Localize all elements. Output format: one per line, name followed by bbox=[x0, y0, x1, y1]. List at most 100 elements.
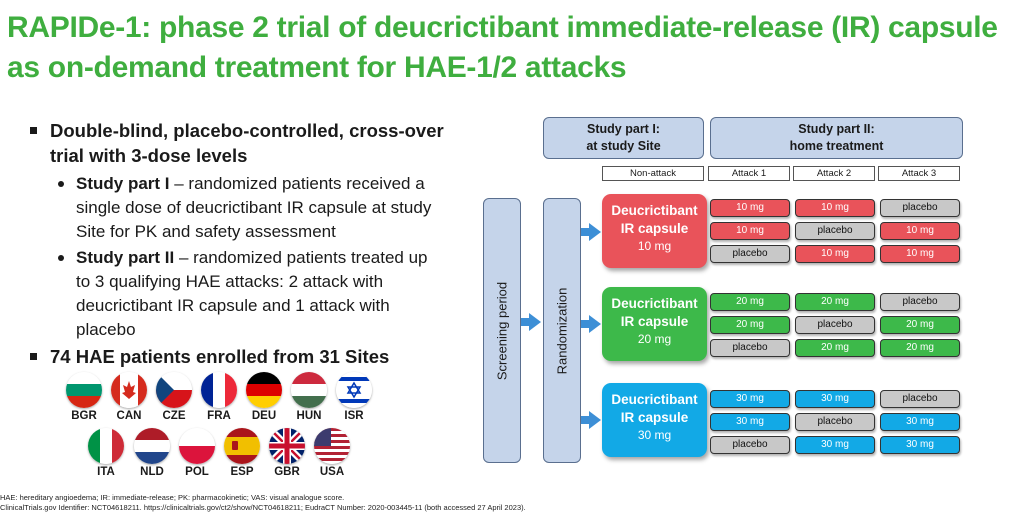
cell-g2-r1-a2: 20 mg bbox=[795, 293, 875, 311]
part1-header-line-2: at study Site bbox=[586, 139, 661, 153]
column-header-attack-1: Attack 1 bbox=[708, 166, 790, 181]
poland-flag-icon bbox=[179, 428, 215, 464]
cell-g1-r3-a1: placebo bbox=[710, 245, 790, 263]
screening-period-bar: Screening period bbox=[483, 198, 521, 463]
title-line-2: as on-demand treatment for HAE-1/2 attac… bbox=[7, 51, 627, 84]
cell-g3-r1-a2: 30 mg bbox=[795, 390, 875, 408]
part2-line-4: placebo bbox=[76, 320, 136, 339]
dose-amount: 10 mg bbox=[637, 239, 672, 253]
randomization-label: Randomization bbox=[554, 287, 570, 374]
flag-label-hun: HUN bbox=[296, 410, 322, 422]
dose-title-line-2: IR capsule bbox=[620, 221, 689, 236]
flag-label-ita: ITA bbox=[97, 466, 115, 478]
cell-g3-r2-a1: 30 mg bbox=[710, 413, 790, 431]
cell-g3-r3-a1: placebo bbox=[710, 436, 790, 454]
title-line-1: RAPIDe-1: phase 2 trial of deucrictibant… bbox=[7, 11, 998, 44]
dose-amount: 30 mg bbox=[637, 428, 672, 442]
cell-g2-r2-a2: placebo bbox=[795, 316, 875, 334]
round-bullet-icon bbox=[58, 181, 64, 187]
part2-header-line-1: Study part II: bbox=[798, 122, 875, 136]
part2-header-line-2: home treatment bbox=[789, 139, 884, 153]
cell-g2-r2-a3: 20 mg bbox=[880, 316, 960, 334]
cell-g3-r3-a3: 30 mg bbox=[880, 436, 960, 454]
bullet-design-line-2: trial with 3-dose levels bbox=[50, 145, 248, 166]
column-header-attack-3: Attack 3 bbox=[878, 166, 960, 181]
dose-title-line-2: IR capsule bbox=[620, 314, 689, 329]
flag-label-cze: CZE bbox=[162, 410, 186, 422]
cell-g1-r3-a2: 10 mg bbox=[795, 245, 875, 263]
canada-flag-icon bbox=[111, 372, 147, 408]
part1-line-1: – randomized patients received a bbox=[169, 174, 425, 193]
footnote-abbreviations: HAE: hereditary angioedema; IR: immediat… bbox=[0, 493, 345, 502]
cell-g1-r3-a3: 10 mg bbox=[880, 245, 960, 263]
cell-g1-r2-a2: placebo bbox=[795, 222, 875, 240]
dose-title-line-1: Deucrictibant bbox=[611, 392, 698, 407]
part2-line-1: – randomized patients treated up bbox=[174, 248, 428, 267]
footnote-references: ClinicalTrials.gov Identifier: NCT046182… bbox=[0, 503, 526, 512]
flag-label-fra: FRA bbox=[207, 410, 231, 422]
part1-header-line-1: Study part I: bbox=[587, 122, 660, 136]
study-part1-header: Study part I: at study Site bbox=[543, 117, 704, 159]
cell-g3-r3-a2: 30 mg bbox=[795, 436, 875, 454]
netherlands-flag-icon bbox=[134, 428, 170, 464]
dose-title-line-1: Deucrictibant bbox=[611, 296, 698, 311]
square-bullet-icon bbox=[30, 353, 37, 360]
cell-g2-r3-a1: placebo bbox=[710, 339, 790, 357]
dose-title-line-2: IR capsule bbox=[620, 410, 689, 425]
cell-g3-r2-a3: 30 mg bbox=[880, 413, 960, 431]
flag-label-bgr: BGR bbox=[71, 410, 97, 422]
slide-title: RAPIDe-1: phase 2 trial of deucrictibant… bbox=[7, 8, 1012, 88]
flag-label-usa: USA bbox=[319, 466, 345, 478]
part2-line-2: to 3 qualifying HAE attacks: 2 attack wi… bbox=[76, 272, 384, 291]
dose-box-10mg: Deucrictibant IR capsule 10 mg bbox=[602, 194, 707, 268]
enrolled-text: 74 HAE patients enrolled from 31 Sites bbox=[50, 346, 390, 367]
cell-g1-r1-a2: 10 mg bbox=[795, 199, 875, 217]
dose-box-30mg: Deucrictibant IR capsule 30 mg bbox=[602, 383, 707, 457]
flag-label-isr: ISR bbox=[344, 410, 364, 422]
round-bullet-icon bbox=[58, 255, 64, 261]
italy-flag-icon bbox=[88, 428, 124, 464]
cell-g2-r1-a3: placebo bbox=[880, 293, 960, 311]
arrow-right-icon bbox=[581, 411, 601, 429]
column-header-attack-2: Attack 2 bbox=[793, 166, 875, 181]
uk-flag-icon bbox=[269, 428, 305, 464]
dose-box-20mg: Deucrictibant IR capsule 20 mg bbox=[602, 287, 707, 361]
spain-flag-icon bbox=[224, 428, 260, 464]
study-part2-header: Study part II: home treatment bbox=[710, 117, 963, 159]
flag-label-pol: POL bbox=[185, 466, 209, 478]
france-flag-icon bbox=[201, 372, 237, 408]
flag-label-gbr: GBR bbox=[274, 466, 300, 478]
cell-g1-r1-a3: placebo bbox=[880, 199, 960, 217]
hungary-flag-icon bbox=[291, 372, 327, 408]
flag-label-deu: DEU bbox=[251, 410, 277, 422]
square-bullet-icon bbox=[30, 127, 37, 134]
sub-bullet-part2: Study part II – randomized patients trea… bbox=[58, 246, 428, 270]
cell-g2-r1-a1: 20 mg bbox=[710, 293, 790, 311]
screening-period-label: Screening period bbox=[494, 281, 510, 380]
part1-line-3: Site for PK and safety assessment bbox=[76, 222, 336, 241]
cell-g2-r2-a1: 20 mg bbox=[710, 316, 790, 334]
cell-g3-r1-a3: placebo bbox=[880, 390, 960, 408]
cell-g1-r2-a3: 10 mg bbox=[880, 222, 960, 240]
flag-label-nld: NLD bbox=[140, 466, 164, 478]
randomization-bar: Randomization bbox=[543, 198, 581, 463]
arrow-right-icon bbox=[581, 315, 601, 333]
germany-flag-icon bbox=[246, 372, 282, 408]
part2-line-3: deucrictibant IR capsule and 1 attack wi… bbox=[76, 296, 390, 315]
cell-g3-r1-a1: 30 mg bbox=[710, 390, 790, 408]
flag-label-can: CAN bbox=[116, 410, 142, 422]
part2-label: Study part II bbox=[76, 248, 175, 267]
bullet-design-line-1: Double-blind, placebo-controlled, cross-… bbox=[50, 120, 444, 141]
czech-flag-icon bbox=[156, 372, 192, 408]
dose-amount: 20 mg bbox=[637, 332, 672, 346]
cell-g3-r2-a2: placebo bbox=[795, 413, 875, 431]
sub-bullet-part1: Study part I – randomized patients recei… bbox=[58, 172, 425, 196]
part1-line-2: single dose of deucrictibant IR capsule … bbox=[76, 198, 432, 217]
arrow-right-icon bbox=[521, 313, 541, 331]
cell-g2-r3-a3: 20 mg bbox=[880, 339, 960, 357]
bulgaria-flag-icon bbox=[66, 372, 102, 408]
part1-label: Study part I bbox=[76, 174, 170, 193]
column-header-non-attack: Non-attack bbox=[602, 166, 704, 181]
cell-g2-r3-a2: 20 mg bbox=[795, 339, 875, 357]
flag-label-esp: ESP bbox=[230, 466, 254, 478]
